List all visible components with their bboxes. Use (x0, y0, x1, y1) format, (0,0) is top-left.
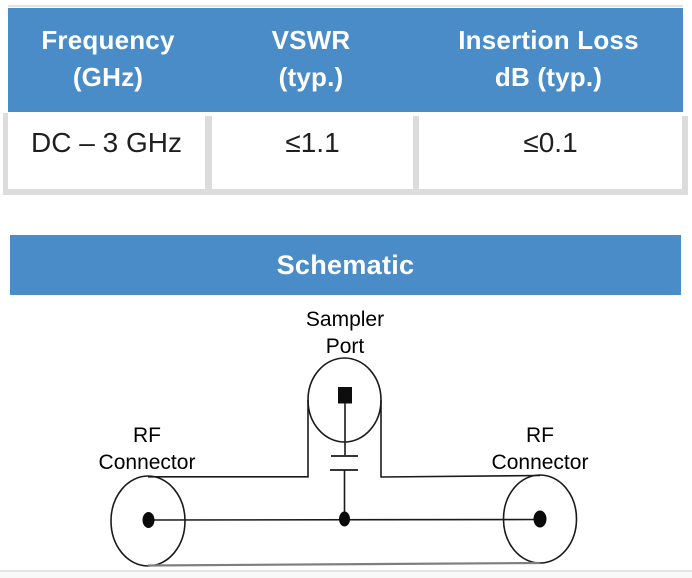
header-cell-frequency: Frequency (GHz) (8, 8, 208, 112)
table-border-bottom (3, 189, 688, 195)
sampler-port-label: Sampler Port (265, 306, 425, 360)
schematic-title: Schematic (276, 249, 415, 280)
schematic-title-bar: Schematic (10, 235, 681, 295)
body-bottom-line (147, 561, 541, 567)
table-border-right (682, 116, 688, 195)
rf-connector-right-label-line2: Connector (491, 451, 589, 474)
sampler-port-square (338, 387, 352, 404)
page-below-area (0, 572, 692, 578)
cell-insertion-loss-value: ≤0.1 (523, 127, 578, 158)
header-cell-vswr: VSWR (typ.) (208, 8, 414, 112)
center-junction-dot (339, 511, 350, 527)
header-frequency-line2: (GHz) (72, 62, 144, 92)
header-cell-insertion-loss: Insertion Loss dB (typ.) (414, 8, 683, 112)
column-separator-1 (205, 116, 212, 189)
left-conductor-dot (142, 512, 155, 528)
rf-connector-left-label-line2: Connector (98, 451, 196, 474)
rf-connector-left-label-line1: RF (133, 424, 161, 447)
rf-connector-right-label: RF Connector (460, 422, 620, 476)
table-border-left (3, 113, 8, 195)
header-insertion-loss-line1: Insertion Loss (458, 25, 639, 55)
right-conductor-dot (533, 510, 547, 528)
header-vswr-line1: VSWR (271, 25, 351, 55)
header-vswr-line2: (typ.) (278, 62, 344, 92)
cell-frequency-value: DC – 3 GHz (31, 127, 182, 158)
header-frequency-line1: Frequency (41, 25, 175, 55)
spec-table-header: Frequency (GHz) VSWR (typ.) Insertion Lo… (8, 8, 683, 112)
rf-connector-left-label: RF Connector (67, 422, 227, 476)
spec-table-top-border (8, 5, 683, 7)
sampler-port-label-line2: Port (325, 335, 365, 358)
column-separator-2 (413, 116, 419, 189)
header-insertion-loss-line2: dB (typ.) (494, 62, 603, 92)
page-bottom-divider (0, 570, 692, 572)
spec-table-row: DC – 3 GHz ≤1.1 ≤0.1 (3, 112, 688, 195)
body-top-line-right (380, 474, 541, 478)
rf-connector-right-label-line1: RF (526, 424, 554, 447)
cell-vswr-value: ≤1.1 (285, 127, 340, 158)
sampler-port-label-line1: Sampler (305, 308, 385, 331)
